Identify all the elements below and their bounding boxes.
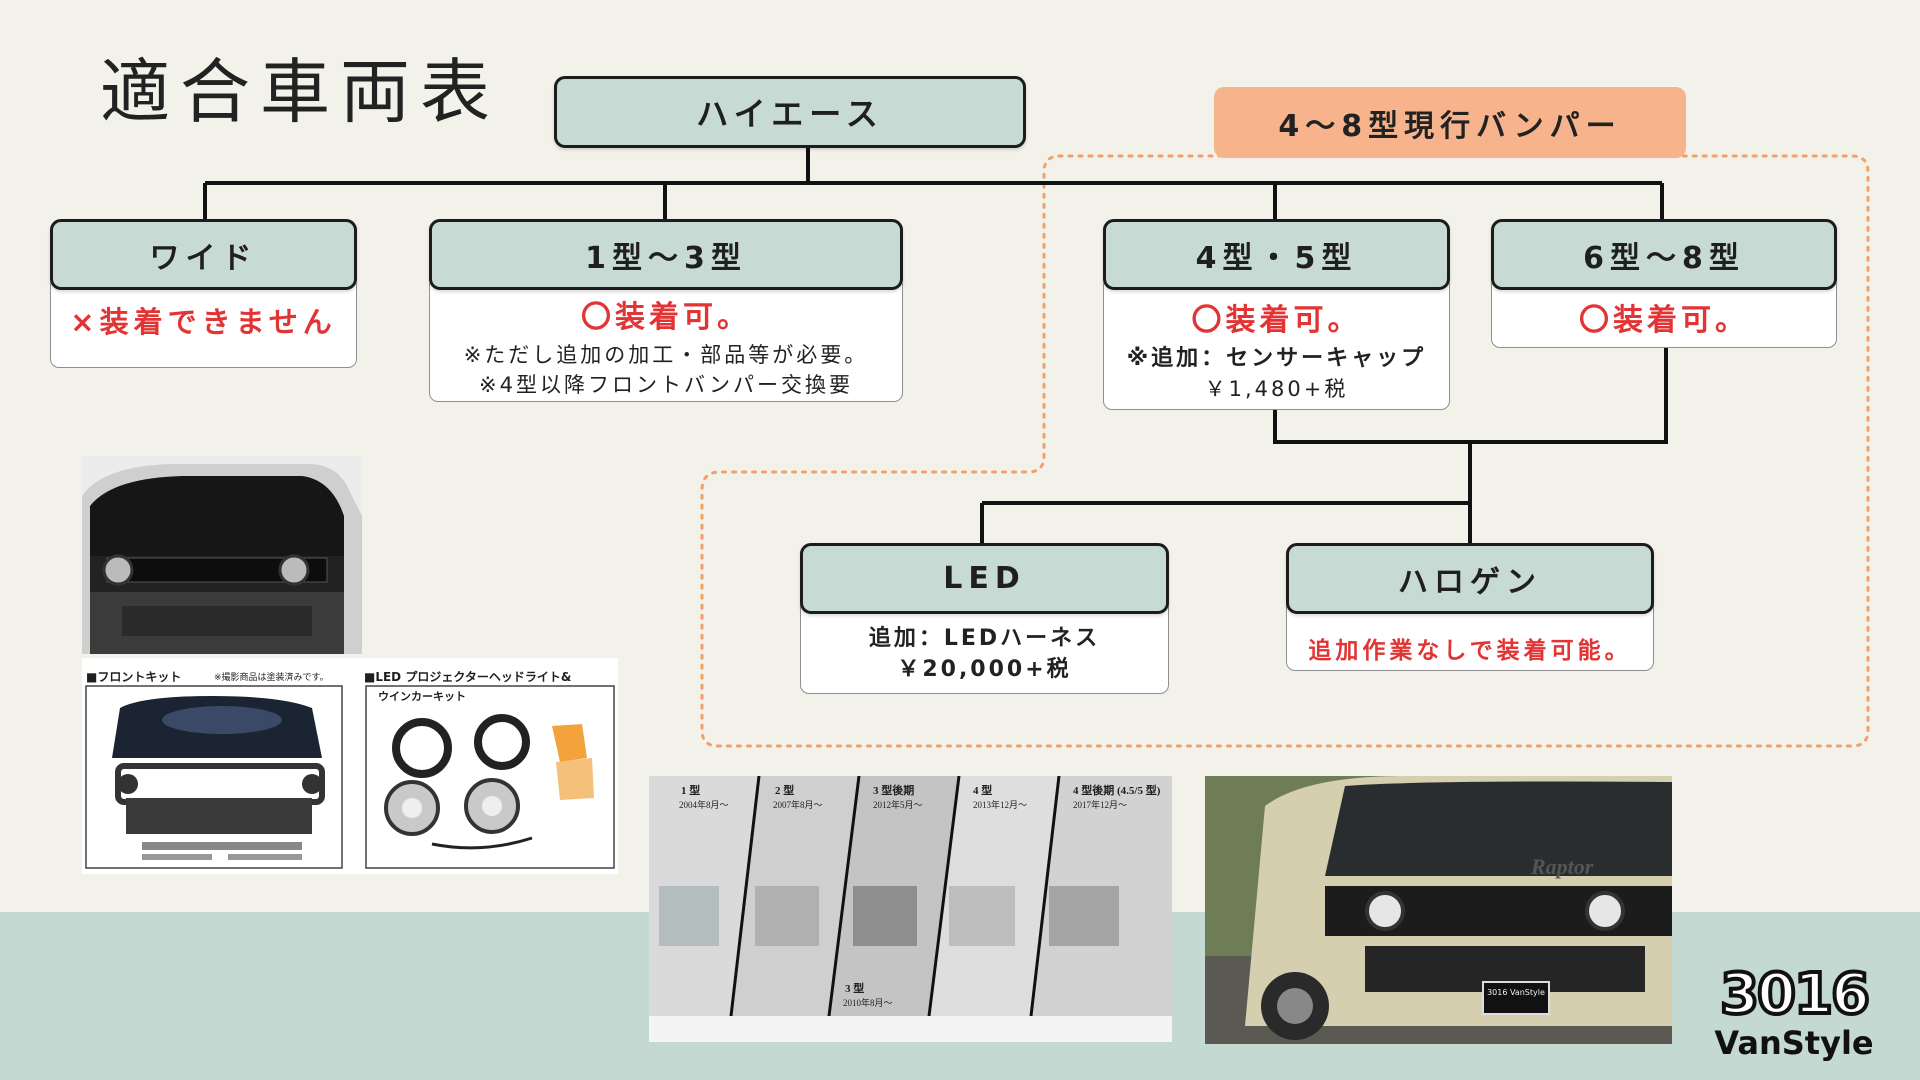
gen-strip-label-3: 3 型後期 — [873, 785, 915, 797]
gen-strip-label-1: 1 型 — [681, 785, 701, 797]
gen1-3-status: 〇装着可。 — [581, 300, 751, 335]
gen-strip-date-4: 2013年12月～ — [973, 800, 1028, 810]
gen4-5-note-2: ￥1,480+税 — [1204, 377, 1349, 401]
gen-strip-label-5: 4 型後期 (4.5/5 型) — [1073, 785, 1161, 797]
raptor-van-photo: Raptor 3016 VanStyle — [1205, 776, 1672, 1044]
gen-strip-label-4: 4 型 — [973, 785, 993, 797]
gen-strip-date-extra: 2010年8月～ — [843, 998, 893, 1008]
raptor-badge: Raptor — [1531, 854, 1594, 879]
node-gen1-3-body: 〇装着可。 ※ただし追加の加工・部品等が必要。 ※4型以降フロントバンパー交換要 — [429, 276, 903, 402]
node-wide-header: ワイド — [50, 219, 357, 290]
node-gen1-3-header: 1型～3型 — [429, 219, 903, 290]
gen1-3-note-2: ※4型以降フロントバンパー交換要 — [478, 373, 853, 397]
node-led-body: 追加：LEDハーネス ￥20,000+税 — [800, 598, 1169, 694]
gen-strip-label-2: 2 型 — [775, 785, 795, 797]
gen6-8-status: 〇装着可。 — [1579, 303, 1749, 338]
product-panel: ■フロントキット ※撮影商品は塗装済みです。 ■LED プロジェクターヘッドライ… — [82, 658, 618, 874]
led-note-1: 追加：LEDハーネス — [868, 626, 1101, 651]
node-gen4-5-body: 〇装着可。 ※追加：センサーキャップ ￥1,480+税 — [1103, 276, 1450, 410]
gen-strip-date-5: 2017年12月～ — [1073, 800, 1128, 810]
node-gen6-8-header: 6型～8型 — [1491, 219, 1837, 290]
logo-3016: 3016 — [1718, 960, 1872, 1029]
black-van-photo — [82, 456, 362, 654]
root-node: ハイエース — [554, 76, 1026, 148]
led-note-2: ￥20,000+税 — [897, 657, 1072, 682]
node-gen4-5-header: 4型・5型 — [1103, 219, 1450, 290]
gen-strip-date-1: 2004年8月～ — [679, 800, 729, 810]
plate-text: 3016 VanStyle — [1487, 988, 1545, 997]
bumper-group-label: 4～8型現行バンパー — [1214, 87, 1686, 158]
gen-strip-label-extra: 3 型 — [845, 983, 865, 995]
gen4-5-note-1: ※追加：センサーキャップ — [1126, 346, 1427, 371]
node-halogen-header: ハロゲン — [1286, 543, 1654, 614]
brand-logo: 3016 VanStyle — [1698, 960, 1890, 1062]
halogen-status: 追加作業なしで装着可能。 — [1308, 638, 1632, 664]
gen4-5-status: 〇装着可。 — [1191, 303, 1362, 338]
node-wide-body: ×装着できません — [50, 276, 357, 368]
front-kit-note: ※撮影商品は塗装済みです。 — [214, 673, 329, 683]
gen-strip-date-3: 2012年5月～ — [873, 800, 923, 810]
gen-strip-date-2: 2007年8月～ — [773, 800, 823, 810]
front-kit-label: ■フロントキット — [86, 670, 182, 684]
gen1-3-note-1: ※ただし追加の加工・部品等が必要。 — [463, 343, 869, 367]
logo-vanstyle: VanStyle — [1714, 1024, 1874, 1062]
led-kit-label-2: ウインカーキット — [378, 690, 466, 703]
wide-status: ×装着できません — [70, 305, 337, 339]
led-kit-label-1: ■LED プロジェクターヘッドライト& — [364, 670, 572, 684]
node-led-header: LED — [800, 543, 1169, 614]
page-title: 適合車両表 — [100, 51, 500, 133]
generations-photo: 1 型 2004年8月～ 2 型 2007年8月～ 3 型後期 2012年5月～… — [649, 776, 1172, 1042]
